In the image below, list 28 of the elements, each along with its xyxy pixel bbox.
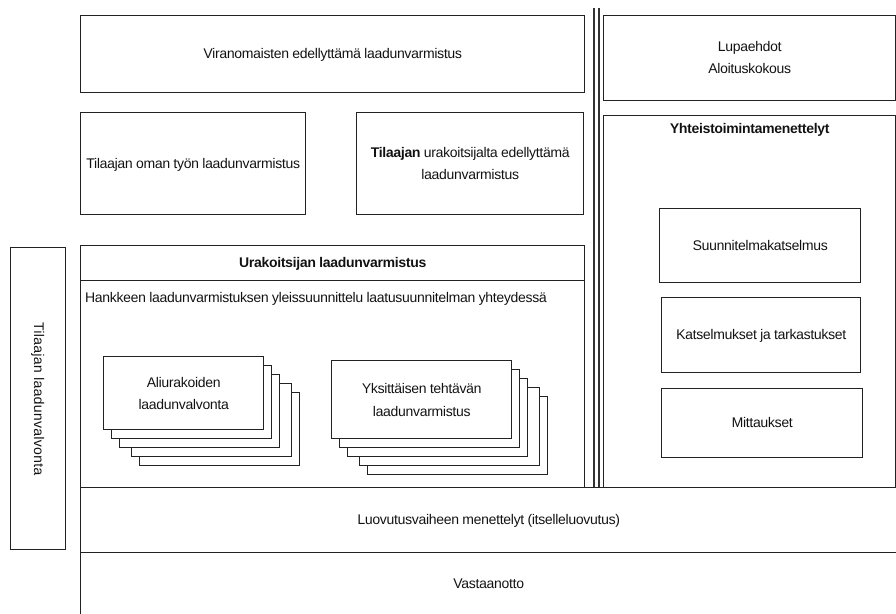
process-box [661, 297, 861, 373]
box-label: Viranomaisten edellyttämä laadunvarmistus [203, 44, 462, 64]
group-box [80, 245, 585, 488]
box-label: Suunnitelmakatselmus [692, 236, 828, 255]
group-heading: Yhteistoimintamenettelyt [670, 119, 830, 138]
stacked-cards [103, 356, 298, 466]
vertical-box [10, 247, 66, 550]
group-heading: Urakoitsijan laadunvarmistus [81, 246, 584, 281]
process-box [659, 208, 861, 283]
card-label: Yksittäisen tehtävän laadunvarmistus [360, 379, 482, 420]
box-label: Tilaajan oman työn laadunvarmistus [86, 154, 300, 173]
box-label: Lupaehdot [718, 37, 782, 56]
group-description: Hankkeen laadunvarmistuksen yleissuunnittelu laatusuunnitelman yhteydessä [84, 288, 548, 307]
box-label: Luovutusvaiheen menettelyt (itselleluovutus) [357, 510, 620, 530]
process-box [661, 388, 863, 458]
group-box [603, 115, 896, 488]
process-box [80, 15, 585, 93]
process-box [80, 112, 306, 215]
box-label: Tilaajan urakoitsijalta edellyttämä laadunvarmistus [370, 142, 570, 184]
box-label: Katselmukset ja tarkastukset [676, 325, 846, 344]
box-label: Tilaajan laadunvalvonta [30, 322, 48, 476]
box-label: Vastaanotto [453, 574, 524, 593]
box-label: Aloituskokous [708, 59, 791, 78]
stacked-cards [331, 360, 546, 475]
box-label: Mittaukset [732, 413, 792, 432]
card-label: Aliurakoiden laadunvalvonta [138, 372, 230, 414]
process-box [356, 112, 584, 215]
process-box [603, 15, 896, 101]
